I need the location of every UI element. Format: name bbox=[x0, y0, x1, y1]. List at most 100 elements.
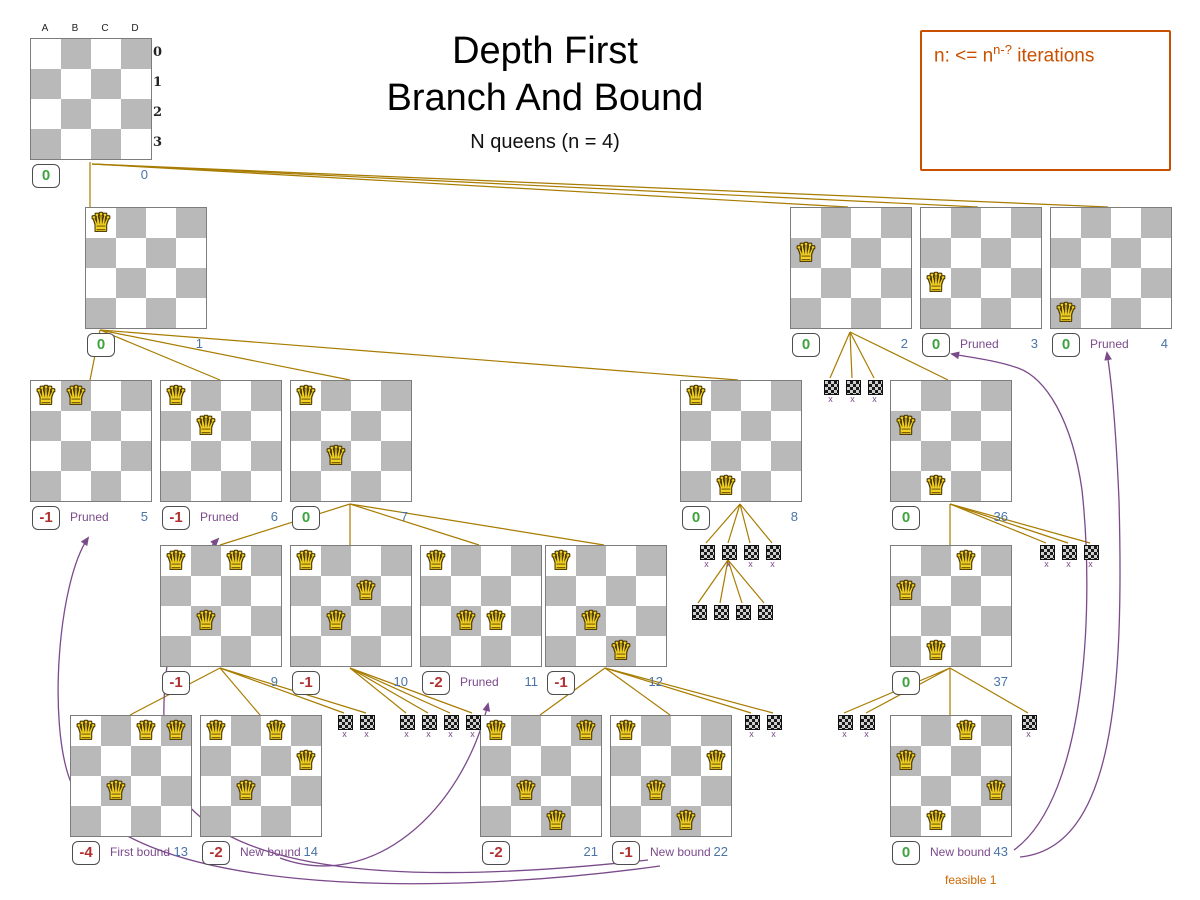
board-cell bbox=[321, 471, 351, 501]
pruned-label: Pruned bbox=[1090, 337, 1129, 351]
score-badge: 0 bbox=[682, 506, 710, 530]
pruned-label: Pruned bbox=[460, 675, 499, 689]
board-cell bbox=[291, 806, 321, 836]
board-cell bbox=[921, 746, 951, 776]
board-cell: ♛ bbox=[191, 606, 221, 636]
chessboard-node-8: ♛♛ bbox=[680, 380, 802, 502]
board-cell: ♛ bbox=[606, 636, 636, 666]
tree-edge bbox=[99, 329, 221, 381]
board-cell bbox=[951, 411, 981, 441]
chessboard-node-2: ♛ bbox=[790, 207, 912, 329]
queen-icon: ♛ bbox=[614, 716, 638, 745]
board-cell bbox=[951, 208, 981, 238]
pruned-x-mark: x bbox=[470, 729, 475, 739]
board-cell bbox=[451, 636, 481, 666]
board-cell bbox=[881, 268, 911, 298]
board-cell bbox=[771, 441, 801, 471]
board-cell bbox=[511, 546, 541, 576]
board-cell bbox=[671, 776, 701, 806]
prune-arrow bbox=[1019, 351, 1121, 858]
prune-arrow bbox=[279, 702, 491, 867]
board-cell bbox=[291, 441, 321, 471]
board-cell bbox=[61, 69, 91, 99]
board-cell bbox=[86, 238, 116, 268]
board-cell bbox=[921, 411, 951, 441]
board-cell bbox=[511, 606, 541, 636]
node-number: 21 bbox=[583, 844, 598, 859]
board-cell bbox=[116, 298, 146, 328]
board-cell bbox=[351, 411, 381, 441]
prune-arrow bbox=[950, 351, 1088, 851]
board-cell bbox=[381, 471, 411, 501]
node-number: 11 bbox=[524, 674, 539, 689]
score-badge: 0 bbox=[87, 333, 115, 357]
node-number: 36 bbox=[993, 509, 1008, 524]
board-cell bbox=[176, 208, 206, 238]
pruned-x-mark: x bbox=[864, 729, 869, 739]
board-cell bbox=[221, 441, 251, 471]
pruned-x-mark: x bbox=[748, 559, 753, 569]
node-number: 6 bbox=[270, 509, 278, 524]
board-cell bbox=[161, 441, 191, 471]
board-cell: ♛ bbox=[421, 546, 451, 576]
board-cell bbox=[671, 746, 701, 776]
board-cell bbox=[921, 576, 951, 606]
board-cell bbox=[546, 606, 576, 636]
board-cell bbox=[351, 546, 381, 576]
board-cell bbox=[61, 441, 91, 471]
board-cell bbox=[1011, 238, 1041, 268]
node-number: 9 bbox=[270, 674, 278, 689]
board-cell bbox=[351, 636, 381, 666]
board-cell bbox=[191, 381, 221, 411]
board-cell bbox=[1111, 208, 1141, 238]
chessboard-node-4: ♛ bbox=[1050, 207, 1172, 329]
board-cell: ♛ bbox=[981, 776, 1011, 806]
node-number: 12 bbox=[648, 674, 663, 689]
queen-icon: ♛ bbox=[484, 606, 508, 635]
queen-icon: ♛ bbox=[579, 606, 603, 635]
board-cell bbox=[921, 716, 951, 746]
chessboard-node-21: ♛♛♛♛ bbox=[480, 715, 602, 837]
board-cell bbox=[91, 99, 121, 129]
board-cell bbox=[981, 411, 1011, 441]
board-cell bbox=[821, 298, 851, 328]
board-cell bbox=[221, 606, 251, 636]
queen-icon: ♛ bbox=[164, 546, 188, 575]
board-cell bbox=[176, 298, 206, 328]
chessboard-node-22: ♛♛♛♛ bbox=[610, 715, 732, 837]
board-cell bbox=[1011, 298, 1041, 328]
pruned-node-icon bbox=[1084, 545, 1099, 560]
board-cell bbox=[1141, 298, 1171, 328]
board-cell: ♛ bbox=[951, 546, 981, 576]
queen-icon: ♛ bbox=[224, 546, 248, 575]
board-cell: ♛ bbox=[351, 576, 381, 606]
board-cell bbox=[321, 411, 351, 441]
score-badge: 0 bbox=[892, 506, 920, 530]
board-cell bbox=[1141, 268, 1171, 298]
board-cell bbox=[541, 746, 571, 776]
board-cell bbox=[1081, 208, 1111, 238]
board-cell bbox=[741, 411, 771, 441]
board-cell bbox=[981, 746, 1011, 776]
queen-icon: ♛ bbox=[234, 776, 258, 805]
board-cell bbox=[821, 208, 851, 238]
pruned-node-icon bbox=[824, 380, 839, 395]
board-cell bbox=[121, 129, 151, 159]
pruned-node-icon bbox=[714, 605, 729, 620]
board-cell: ♛ bbox=[711, 471, 741, 501]
board-cell: ♛ bbox=[791, 238, 821, 268]
queen-icon: ♛ bbox=[894, 576, 918, 605]
pruned-node-icon bbox=[838, 715, 853, 730]
score-badge: -2 bbox=[482, 841, 510, 865]
tree-edge bbox=[829, 331, 851, 379]
pruned-node-icon bbox=[360, 715, 375, 730]
queen-icon: ♛ bbox=[194, 411, 218, 440]
tree-edge bbox=[719, 559, 729, 604]
tree-edge bbox=[219, 667, 345, 714]
board-cell bbox=[881, 298, 911, 328]
pruned-node-icon bbox=[692, 605, 707, 620]
board-cell bbox=[381, 411, 411, 441]
score-badge: -1 bbox=[547, 671, 575, 695]
board-cell bbox=[571, 776, 601, 806]
board-cell bbox=[1051, 238, 1081, 268]
